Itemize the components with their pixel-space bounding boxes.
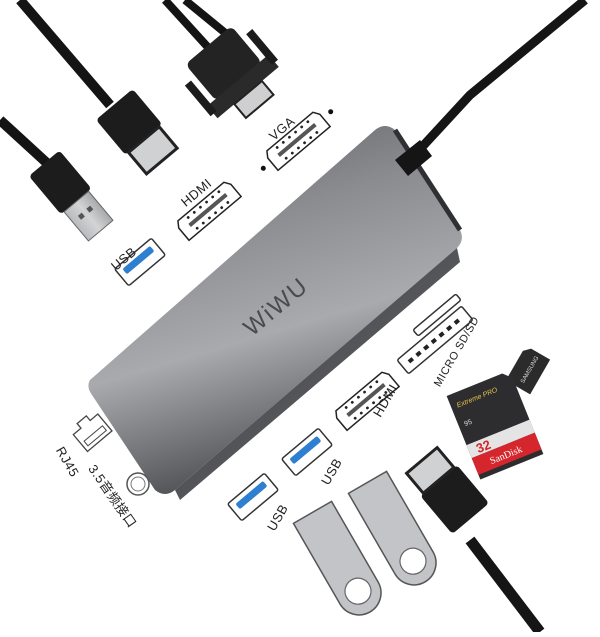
usb-port-icon-bottom-1 [281, 428, 333, 476]
audio-jack-icon [126, 472, 150, 496]
hdmi-port-icon-top [177, 181, 243, 242]
hdmi-port-icon-bottom [335, 371, 401, 432]
hdmi-plug-bottom [404, 445, 488, 533]
hdmi-plug-top [97, 90, 180, 177]
sd-card-speed: 95 [463, 419, 473, 428]
usb-flash-drive-2 [347, 470, 437, 586]
sd-slot-icon [397, 306, 473, 374]
usb-a-plug [30, 152, 114, 242]
rj45-port-icon [72, 413, 113, 453]
usb-port-icon-bottom-2 [227, 473, 279, 521]
sd-card: Extreme PRO 95 32 SanDisk [446, 373, 544, 480]
cables [0, 0, 588, 636]
usb-flash-drive-1 [292, 500, 382, 616]
hub-body [88, 126, 463, 500]
sd-card-capacity: 32 [474, 437, 493, 456]
microsd-card: SAMSUNG [505, 348, 551, 395]
vga-port-icon [260, 109, 334, 172]
vga-plug [184, 28, 279, 120]
usb-port-icon-left [114, 238, 166, 286]
microsd-slot-icon [413, 294, 461, 336]
